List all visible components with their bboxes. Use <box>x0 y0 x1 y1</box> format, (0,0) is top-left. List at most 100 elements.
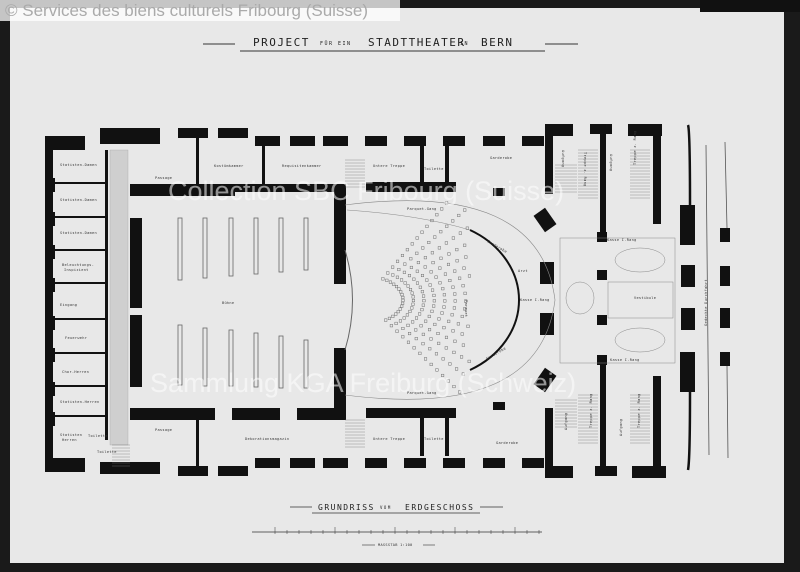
seat <box>396 259 400 263</box>
title-in: in <box>460 41 469 47</box>
seat <box>397 268 401 272</box>
seat <box>398 307 402 311</box>
seat <box>453 339 457 343</box>
seat <box>460 332 464 336</box>
seat <box>401 301 405 305</box>
seat <box>400 293 404 297</box>
seat <box>442 305 446 309</box>
seat <box>428 283 432 287</box>
seat <box>406 284 410 288</box>
room-label: Garderobe <box>496 441 518 445</box>
seat <box>461 372 465 376</box>
seat <box>391 273 395 277</box>
seat <box>420 274 424 278</box>
room-label: Aufgang <box>609 154 613 171</box>
subtitle-grundriss: Grundriss <box>318 503 375 512</box>
scale-label: Massstab 1:100 <box>378 543 413 547</box>
seat <box>467 359 471 363</box>
seat <box>414 328 418 332</box>
seat <box>441 357 445 361</box>
stairs <box>112 149 650 467</box>
seat <box>450 313 454 317</box>
seat <box>424 357 428 361</box>
seat <box>418 312 422 316</box>
seat <box>381 277 385 281</box>
room-label: Chor-Herren <box>62 370 89 374</box>
seat <box>401 298 405 302</box>
seat <box>430 251 434 255</box>
walls <box>45 124 730 478</box>
seat <box>400 278 404 282</box>
seat <box>410 306 414 310</box>
copyright-notice: © Services des biens culturels Fribourg … <box>0 0 400 21</box>
room-label: Kasse I.Rang <box>610 358 640 362</box>
seat <box>408 309 412 313</box>
seat <box>389 324 393 328</box>
seat <box>457 213 461 217</box>
seat <box>452 385 456 389</box>
plan-subtitle: Grundriss vom Erdgeschoss <box>290 503 503 514</box>
subtitle-erdgeschoss: Erdgeschoss <box>405 503 474 512</box>
seat <box>418 285 422 289</box>
seat <box>385 278 389 282</box>
stage-label: Bühne <box>222 301 234 305</box>
room-label: Inspizient <box>64 268 89 272</box>
seat <box>439 256 443 260</box>
seat <box>425 278 429 282</box>
seat <box>437 246 441 250</box>
seat <box>421 342 425 346</box>
seat <box>452 350 456 354</box>
room-label: Toilette <box>97 450 117 454</box>
seat <box>452 306 456 310</box>
seat <box>451 236 455 240</box>
seat <box>463 307 467 311</box>
seat <box>410 242 414 246</box>
seat <box>403 262 407 266</box>
seat <box>435 213 439 217</box>
room-label: Garderobe <box>490 156 512 160</box>
seat <box>445 201 449 205</box>
seat <box>407 274 411 278</box>
seat <box>420 308 424 312</box>
seat <box>419 324 423 328</box>
room-label: Feuerwehr <box>65 336 88 340</box>
seat <box>446 379 450 383</box>
seat <box>412 346 416 350</box>
seat <box>423 256 427 260</box>
room-label: Parquet-Gang <box>407 391 437 395</box>
room-label: Aufgang <box>564 413 568 430</box>
seat <box>448 362 452 366</box>
seat <box>388 280 392 284</box>
seat <box>432 293 436 297</box>
seat <box>403 281 407 285</box>
auditorium <box>344 200 556 400</box>
seat <box>423 265 427 269</box>
seat <box>412 277 416 281</box>
room-label: Dekorationsmagazin <box>245 437 289 441</box>
room-label: Treppe z. Rang <box>633 131 637 166</box>
seat <box>402 270 406 274</box>
seat <box>433 235 437 239</box>
seat <box>458 390 462 394</box>
seat <box>451 285 455 289</box>
seat <box>432 304 436 308</box>
seat <box>406 340 410 344</box>
seat <box>437 317 441 321</box>
room-label: Untere Treppe <box>373 437 405 441</box>
seat <box>445 224 449 228</box>
room-label: Treppe z. Rang <box>583 152 587 187</box>
seat <box>394 321 398 325</box>
seat <box>431 261 435 265</box>
seat <box>422 299 426 303</box>
seat <box>444 241 448 245</box>
seat <box>415 316 419 320</box>
seat <box>405 313 409 317</box>
seat <box>434 275 438 279</box>
seat <box>442 293 446 297</box>
seat <box>416 261 420 265</box>
seat <box>447 252 451 256</box>
room-label: Gedeckte Durchfahrt <box>704 279 708 326</box>
room-label: Treppe z. Rang <box>589 394 593 429</box>
seat <box>432 299 436 303</box>
seat <box>441 373 445 377</box>
